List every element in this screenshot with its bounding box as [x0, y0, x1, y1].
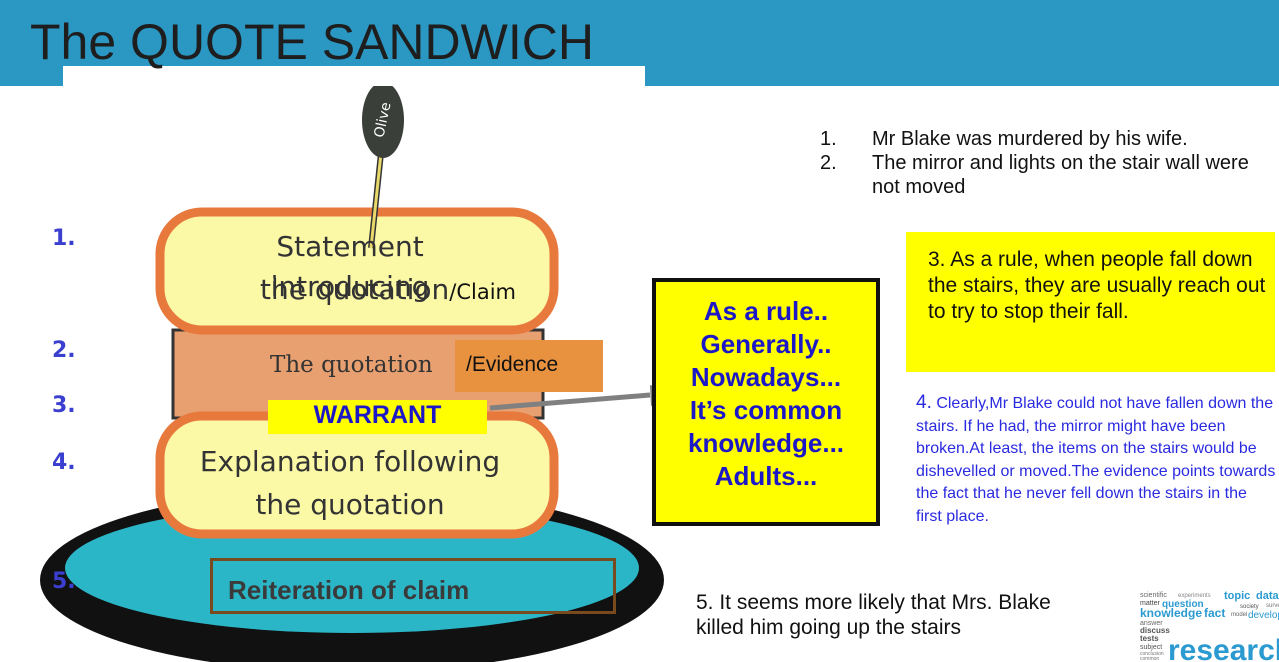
warrant-phrase: knowledge... [687, 428, 845, 458]
cloud-word: model [1231, 612, 1247, 618]
cloud-word: question [1162, 599, 1204, 610]
bottom-bread-line1: Explanation following [199, 445, 501, 478]
example-points-list: 1. Mr Blake was murdered by his wife. 2.… [820, 127, 1279, 199]
olive-label: Olive [371, 101, 394, 139]
step-number-3: 3. [52, 393, 76, 418]
warrant-phrases: As a rule.. Generally.. Nowadays... It’s… [656, 295, 876, 493]
claim-tag: /Claim [449, 280, 517, 304]
bottom-bread-line2: the quotation [255, 488, 445, 521]
step-number-4: 4. [52, 450, 76, 475]
point5-text: 5. It seems more likely that Mrs. Blake … [696, 591, 1051, 639]
point4-body: Clearly,Mr Blake could not have fallen d… [916, 395, 1276, 525]
cloud-word: topic [1224, 590, 1250, 602]
cloud-word: discuss [1140, 626, 1170, 635]
cloud-word: subject [1140, 644, 1162, 651]
top-bread-line1: Statement introducing [270, 230, 430, 303]
evidence-tag: /Evidence [466, 353, 559, 376]
warrant-phrase: Adults... [714, 461, 818, 491]
cloud-word: experiments [1178, 593, 1211, 599]
list-item: 2. The mirror and lights on the stair wa… [820, 151, 1279, 199]
cloud-word: scientific [1140, 592, 1167, 599]
filling-label: The quotation [270, 352, 433, 378]
cloud-word: conclusion [1140, 651, 1164, 657]
point-number: 2. [820, 152, 837, 174]
warrant-box [268, 400, 487, 434]
warrant-label: WARRANT [313, 401, 442, 429]
cloud-word: matter [1140, 600, 1161, 607]
step-number-2: 2. [52, 338, 76, 363]
research-word-cloud-image: scientific experiments topic data matter… [1138, 589, 1279, 662]
warrant-phrase: Nowadays... [690, 362, 842, 392]
point-text: The mirror and lights on the stair wall … [872, 152, 1249, 198]
warrant-phrases-box [652, 278, 880, 526]
warrant-phrase: Generally.. [700, 329, 832, 359]
reiteration-label: Reiteration of claim [228, 575, 470, 605]
cloud-word: knowledge [1140, 606, 1202, 620]
cloud-word: fact [1204, 606, 1225, 620]
list-item: 1. Mr Blake was murdered by his wife. [820, 127, 1279, 151]
step-number-5: 5. [52, 569, 76, 594]
cloud-word: common [1140, 656, 1159, 662]
point-number: 1. [820, 128, 837, 150]
slide-title: The QUOTE SANDWICH [30, 14, 594, 70]
warrant-phrase: It’s common [689, 395, 843, 425]
cloud-word: tests [1140, 634, 1159, 643]
olive [362, 86, 404, 158]
cloud-word: society [1240, 604, 1259, 610]
point3-highlight [906, 232, 1275, 372]
warrant-phrase: As a rule.. [703, 296, 829, 326]
cloud-word: research [1168, 634, 1279, 662]
step-number-1: 1. [52, 226, 76, 251]
cloud-word: survey [1266, 603, 1279, 609]
evidence-tag-box [455, 340, 603, 392]
point3-text: 3. As a rule, when people fall down the … [928, 248, 1266, 323]
cloud-word: develop [1248, 610, 1279, 621]
cloud-word: data [1256, 590, 1279, 602]
sandwich-diagram: Olive [40, 86, 680, 662]
top-bread-line2: the quotation/Claim [260, 273, 517, 306]
top-bread [155, 207, 559, 335]
reiteration-box [210, 558, 616, 614]
title-underbar [63, 66, 645, 86]
point4-number: 4. [916, 392, 932, 413]
warrant-arrow [489, 392, 651, 411]
point-text: Mr Blake was murdered by his wife. [872, 128, 1188, 150]
point4-text: 4. Clearly,Mr Blake could not have falle… [916, 392, 1276, 528]
cloud-word: answer [1140, 620, 1163, 627]
